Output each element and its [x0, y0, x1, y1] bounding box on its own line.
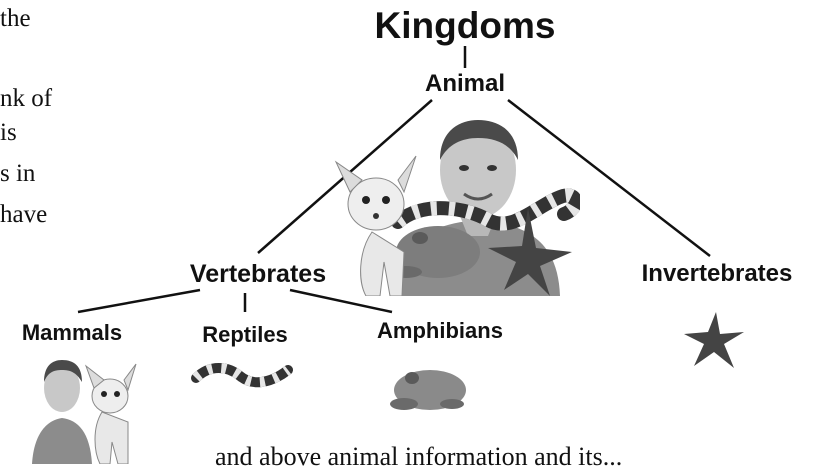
- vertebrates-to-mammals-line: [78, 290, 200, 312]
- diagram-title: Kingdoms: [375, 5, 556, 47]
- node-amphibians: Amphibians: [377, 318, 503, 344]
- bottom-text-fragment: and above animal information and its...: [215, 442, 622, 472]
- reptiles-image: [188, 360, 298, 392]
- animal-collage: [328, 112, 580, 296]
- amphibians-image: [388, 360, 470, 414]
- invertebrates-image: [682, 310, 746, 370]
- node-mammals: Mammals: [22, 320, 122, 346]
- node-invertebrates: Invertebrates: [642, 260, 793, 288]
- node-animal: Animal: [425, 70, 505, 98]
- node-reptiles: Reptiles: [202, 322, 288, 348]
- mammals-image: [32, 352, 142, 464]
- node-vertebrates: Vertebrates: [190, 260, 326, 289]
